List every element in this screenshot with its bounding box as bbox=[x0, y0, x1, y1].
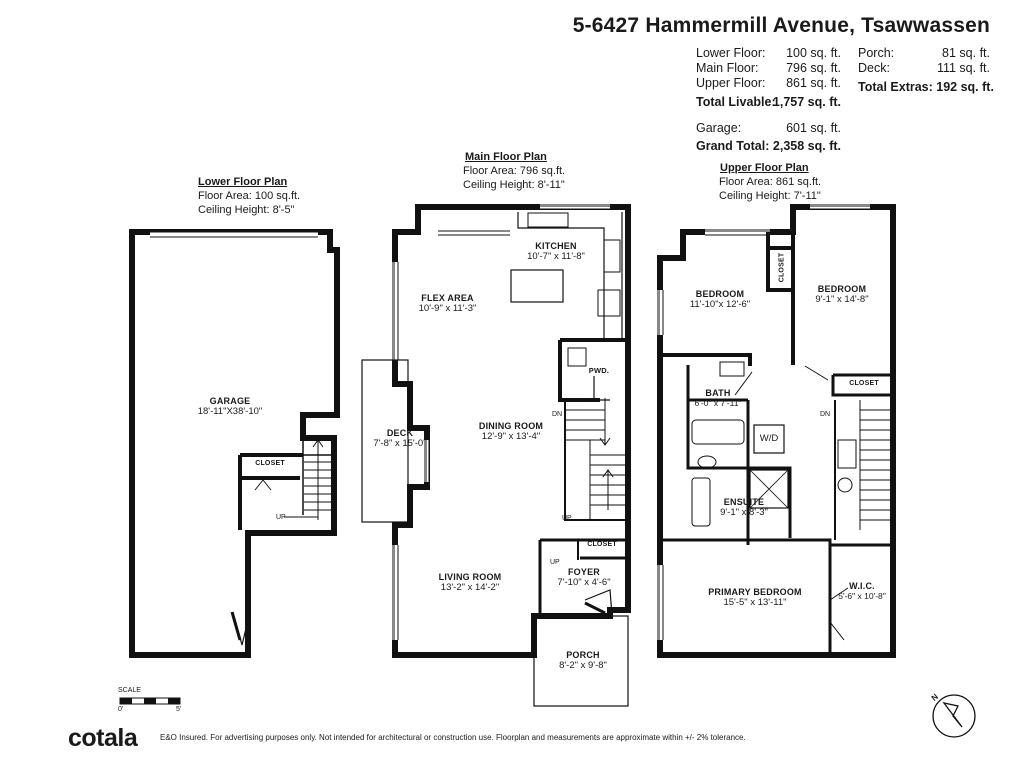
lower-floor-plan-heading: Lower Floor Plan bbox=[198, 176, 288, 188]
room-garage: GARAGE 18'-11"X38'-10" bbox=[197, 396, 263, 417]
main-floor-label: Main Floor: bbox=[696, 61, 759, 75]
room-upper-closet: CLOSET bbox=[849, 380, 879, 387]
total-livable-label: Total Livable: bbox=[696, 95, 776, 109]
upper-floor-plan-heading: Upper Floor Plan bbox=[720, 162, 809, 174]
scale-label: SCALE bbox=[118, 687, 141, 694]
upper-floor-value: 861 sq. ft. bbox=[786, 76, 841, 90]
kitchen-island bbox=[510, 269, 564, 303]
room-walk-in-closet: W.I.C. 5'-6" x 10'-8" bbox=[838, 581, 886, 601]
deck-outline bbox=[361, 359, 409, 523]
room-porch: PORCH 8'-2" x 9'-8" bbox=[559, 650, 607, 671]
room-main-closet: CLOSET bbox=[587, 541, 617, 548]
grand-total-value: 2,358 sq. ft. bbox=[772, 139, 841, 153]
room-bath: BATH 6'-0" x 7'-11" bbox=[694, 388, 742, 408]
stair-dn-main: DN bbox=[552, 411, 563, 418]
grand-total-label: Grand Total: bbox=[696, 139, 770, 153]
room-lower-closet: CLOSET bbox=[255, 460, 285, 467]
room-kitchen: KITCHEN 10'-7" x 11'-8" bbox=[527, 241, 585, 262]
room-primary-bedroom: PRIMARY BEDROOM 15'-5" x 13'-11" bbox=[708, 587, 802, 608]
north-compass bbox=[932, 694, 976, 738]
room-foyer: FOYER 7'-10" x 4'-6" bbox=[557, 567, 611, 588]
stair-dn-upper: DN bbox=[820, 411, 831, 418]
upper-floor-area-text: Floor Area: 861 sq.ft. bbox=[719, 176, 822, 188]
porch-value: 81 sq. ft. bbox=[942, 46, 990, 60]
room-living: LIVING ROOM 13'-2" x 14'-2" bbox=[438, 572, 502, 593]
deck-value: 111 sq. ft. bbox=[936, 61, 990, 75]
garage-label: Garage: bbox=[696, 121, 742, 135]
garage-value: 601 sq. ft. bbox=[786, 121, 841, 135]
room-bedroom-1: BEDROOM 11'-10"x 12'-6" bbox=[689, 289, 751, 310]
room-dining: DINING ROOM 12'-9" x 13'-4" bbox=[478, 421, 544, 442]
room-flex-area: FLEX AREA 10'-9" x 11'-3" bbox=[418, 293, 477, 314]
scale-bar bbox=[119, 697, 181, 705]
total-extras: Total Extras: 192 sq. ft. bbox=[858, 80, 994, 94]
stair-up-lower: UP bbox=[276, 514, 286, 521]
main-floor-value: 796 sq. ft. bbox=[786, 61, 841, 75]
disclaimer-text: E&O Insured. For advertising purposes on… bbox=[160, 733, 746, 742]
lower-floor-label: Lower Floor: bbox=[696, 46, 766, 60]
lower-ceiling-text: Ceiling Height: 8'-5" bbox=[198, 204, 295, 216]
upper-ceiling-text: Ceiling Height: 7'-11" bbox=[719, 190, 821, 202]
total-livable-value: 1,757 sq. ft. bbox=[772, 95, 841, 109]
scale-zero: 0' bbox=[118, 706, 124, 713]
porch-label: Porch: bbox=[858, 46, 895, 60]
room-ensuite: ENSUITE 9'-1" x 8'-3" bbox=[720, 497, 768, 518]
main-ceiling-text: Ceiling Height: 8'-11" bbox=[463, 179, 565, 191]
room-powder: PWD. bbox=[588, 366, 610, 375]
room-upper-closet-vertical: CLOSET bbox=[778, 252, 786, 283]
lower-floor-value: 100 sq. ft. bbox=[786, 46, 841, 60]
stair-up-foyer: UP bbox=[550, 559, 560, 566]
main-floor-area-text: Floor Area: 796 sq.ft. bbox=[463, 165, 566, 177]
porch-outline bbox=[533, 615, 629, 707]
cotala-logo: cotala bbox=[68, 724, 138, 752]
laundry-wd: W/D bbox=[759, 433, 779, 444]
upper-floor-plan bbox=[657, 204, 896, 658]
room-bedroom-2: BEDROOM 9'-1" x 14'-8" bbox=[815, 284, 869, 305]
lower-floor-plan bbox=[129, 229, 340, 658]
deck-label: Deck: bbox=[858, 61, 890, 75]
stair-up-main: UP bbox=[562, 515, 572, 522]
main-floor-plan-heading: Main Floor Plan bbox=[465, 151, 547, 163]
scale-five: 5' bbox=[176, 706, 182, 713]
lower-floor-area-text: Floor Area: 100 sq.ft. bbox=[198, 190, 301, 202]
property-address-title: 5-6427 Hammermill Avenue, Tsawwassen bbox=[572, 14, 990, 37]
main-floor-plan bbox=[361, 204, 631, 707]
upper-floor-label: Upper Floor: bbox=[696, 76, 766, 90]
room-deck: DECK 7'-8" x 15'-0" bbox=[373, 428, 427, 449]
